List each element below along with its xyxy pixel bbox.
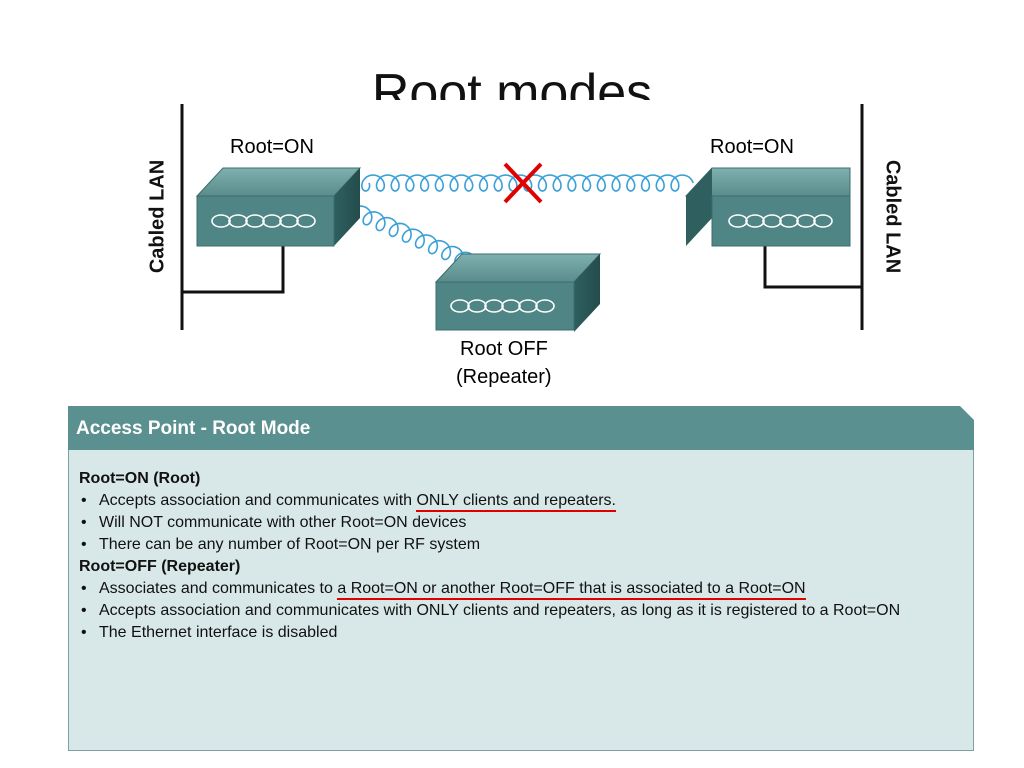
list-item: Accepts association and communicates wit…: [79, 490, 969, 512]
section-heading-root-off: Root=OFF (Repeater): [79, 558, 241, 575]
slide-title: Root modes: [371, 64, 653, 100]
list-item: There can be any number of Root=ON per R…: [79, 534, 969, 556]
left-lan-cable: [180, 104, 285, 330]
wireless-link-repeater: [349, 205, 478, 267]
right-access-point-icon: [684, 167, 851, 247]
highlighted-text: ONLY clients and repeaters.: [416, 492, 616, 512]
right-lan-cable: [763, 104, 864, 330]
root-on-list: Accepts association and communicates wit…: [79, 490, 969, 556]
left-ap-label: Root=ON: [230, 136, 314, 158]
panel-body: Root=ON (Root) Accepts association and c…: [68, 450, 974, 751]
list-item: Accepts association and communicates wit…: [79, 600, 969, 622]
list-item: Associates and communicates to a Root=ON…: [79, 578, 969, 600]
repeater-access-point-icon: [434, 253, 602, 332]
network-diagram: Cabled LAN Cabled LAN Root=ON Root=ON Ro…: [146, 104, 904, 388]
right-ap-label: Root=ON: [710, 136, 794, 158]
item-text: Associates and communicates to: [99, 580, 338, 597]
left-cabled-lan-label: Cabled LAN: [146, 159, 169, 274]
item-text: Accepts association and communicates wit…: [99, 492, 417, 509]
panel-content: Root=ON (Root) Accepts association and c…: [79, 468, 969, 644]
diagram-canvas: [180, 104, 864, 332]
panel-title: Access Point - Root Mode: [76, 418, 311, 439]
blocked-link-x-icon: [503, 162, 543, 204]
repeater-label: Root OFF: [460, 338, 548, 360]
wireless-link-roots: [360, 174, 694, 192]
section-heading-root-on: Root=ON (Root): [79, 470, 201, 487]
repeater-sublabel: (Repeater): [456, 366, 552, 388]
highlighted-text: a Root=ON or another Root=OFF that is as…: [337, 580, 806, 600]
root-mode-panel: Access Point - Root Mode Root=ON (Root) …: [68, 406, 974, 752]
panel-header: Access Point - Root Mode: [68, 406, 974, 450]
list-item: The Ethernet interface is disabled: [79, 622, 969, 644]
right-cabled-lan-label: Cabled LAN: [881, 159, 904, 274]
list-item: Will NOT communicate with other Root=ON …: [79, 512, 969, 534]
root-off-list: Associates and communicates to a Root=ON…: [79, 578, 969, 644]
left-access-point-icon: [195, 167, 362, 247]
